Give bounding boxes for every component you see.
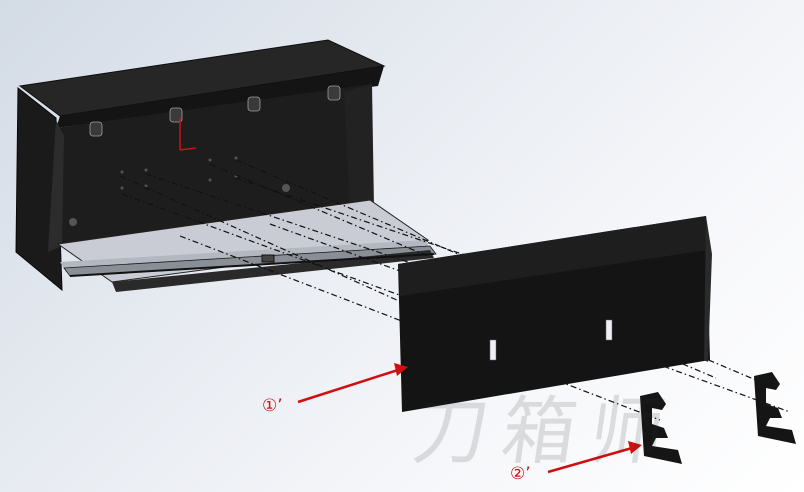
back-panel-part-1: [398, 216, 712, 412]
watermark-text: 刀箱师: [408, 389, 685, 475]
callout-label-part-2: ②’: [510, 464, 531, 484]
callout-label-part-1: ①’: [262, 396, 283, 416]
toolbox-body: [15, 39, 437, 292]
hanger-bracket-part-2: [640, 372, 796, 464]
callout-arrows: [297, 363, 642, 474]
